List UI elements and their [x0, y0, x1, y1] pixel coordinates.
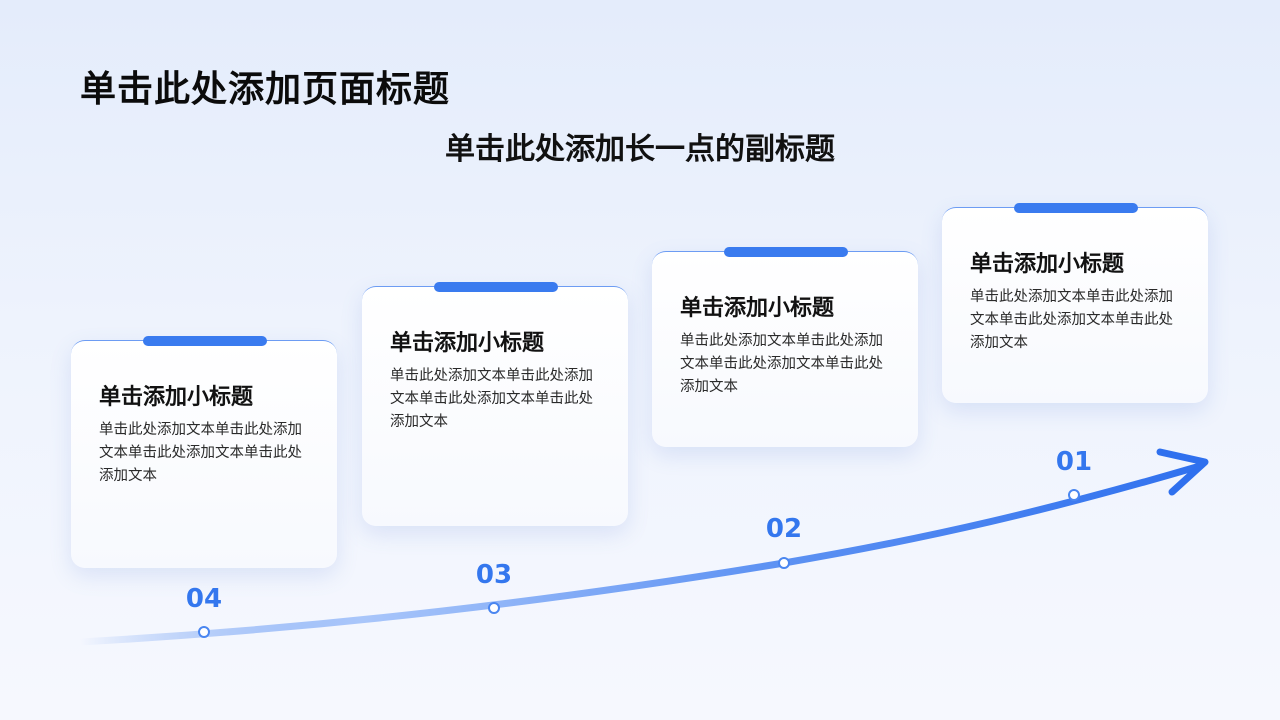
step-number-04: 04	[185, 584, 223, 614]
curve-line	[76, 462, 1204, 646]
step-card-01[interactable]: 单击添加小标题 单击此处添加文本单击此处添加文本单击此处添加文本单击此处添加文本	[942, 203, 1208, 403]
card-tab	[724, 247, 848, 257]
card-title[interactable]: 单击添加小标题	[99, 385, 254, 410]
step-card-02[interactable]: 单击添加小标题 单击此处添加文本单击此处添加文本单击此处添加文本单击此处添加文本	[652, 247, 918, 447]
card-text[interactable]: 单击此处添加文本单击此处添加文本单击此处添加文本单击此处添加文本	[99, 422, 302, 484]
step-number-01: 01	[1055, 447, 1093, 477]
card-title[interactable]: 单击添加小标题	[390, 331, 545, 356]
step-number-02: 02	[765, 514, 803, 544]
page-title[interactable]: 单击此处添加页面标题	[80, 69, 451, 110]
node-02	[778, 557, 790, 569]
node-01	[1068, 489, 1080, 501]
step-number-03: 03	[475, 560, 513, 590]
page-subtitle[interactable]: 单击此处添加长一点的副标题	[445, 132, 835, 167]
card-tab	[143, 336, 267, 346]
step-card-04[interactable]: 单击添加小标题 单击此处添加文本单击此处添加文本单击此处添加文本单击此处添加文本	[71, 336, 337, 568]
card-text[interactable]: 单击此处添加文本单击此处添加文本单击此处添加文本单击此处添加文本	[680, 333, 883, 395]
arrow-head-icon	[1156, 448, 1209, 496]
step-card-03[interactable]: 单击添加小标题 单击此处添加文本单击此处添加文本单击此处添加文本单击此处添加文本	[362, 282, 628, 526]
card-title[interactable]: 单击添加小标题	[680, 296, 835, 321]
node-03	[488, 602, 500, 614]
card-title[interactable]: 单击添加小标题	[970, 252, 1125, 277]
node-04	[198, 626, 210, 638]
card-tab	[1014, 203, 1138, 213]
card-tab	[434, 282, 558, 292]
card-text[interactable]: 单击此处添加文本单击此处添加文本单击此处添加文本单击此处添加文本	[390, 368, 593, 430]
card-text[interactable]: 单击此处添加文本单击此处添加文本单击此处添加文本单击此处添加文本	[970, 289, 1173, 351]
